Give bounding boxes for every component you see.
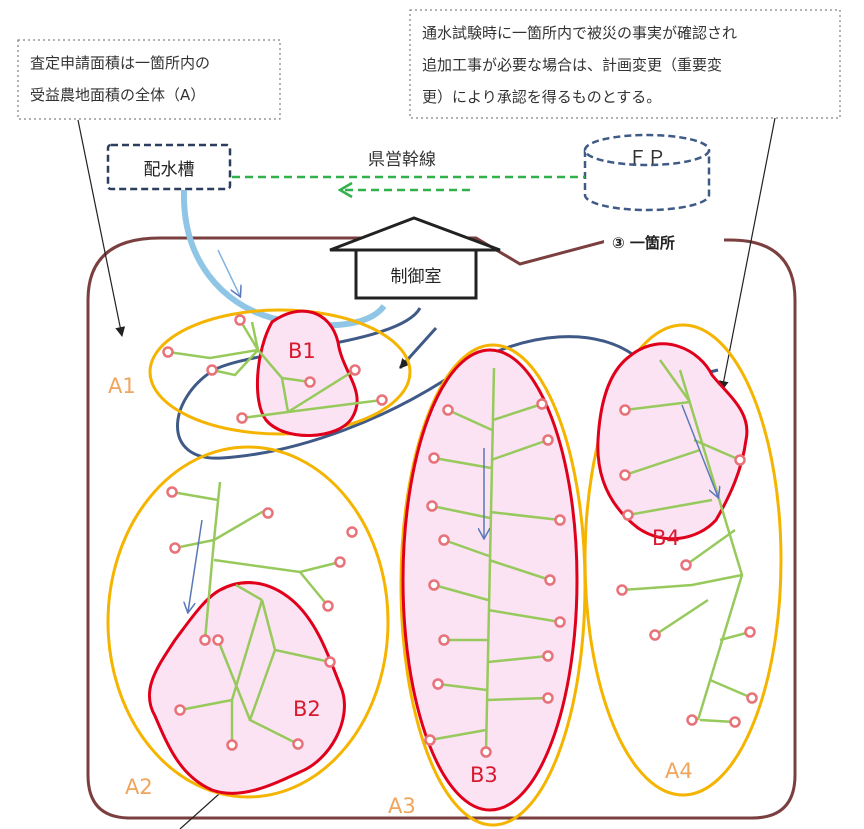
note-left-leader	[77, 119, 126, 337]
fp-label: ＦＰ	[628, 147, 666, 169]
flow-arrow-a2	[188, 519, 203, 612]
area-b4	[596, 342, 749, 541]
main-flow-arrow	[398, 326, 438, 370]
pipes-a4	[621, 359, 753, 724]
note-left-box	[17, 39, 281, 120]
area-a1	[148, 308, 412, 436]
note-left: 査定申請面積は一箇所内の 受益農地面積の全体（A）	[17, 39, 281, 120]
area-a2-label: A2	[125, 775, 153, 799]
sprinklers	[162, 314, 758, 758]
note-left-line2: 受益農地面積の全体（A）	[30, 86, 205, 104]
area-a3-label: A3	[388, 794, 416, 818]
site-boundary	[86, 236, 797, 820]
flow-arrow-a4	[681, 404, 718, 497]
pipes-a2	[171, 481, 341, 746]
control-room-label: 制御室	[391, 267, 442, 287]
note-left-line1: 査定申請面積は一箇所内の	[30, 54, 210, 72]
supply-flow-arrow	[217, 249, 240, 296]
pipes-a1	[167, 319, 383, 420]
note-right-line3: 更）により承認を得るものとする。	[422, 88, 661, 106]
area-a4-label: A4	[665, 759, 693, 783]
supply-pipe	[180, 189, 387, 329]
area-b2-label: B2	[293, 697, 321, 721]
canal-label: 県営幹線	[368, 149, 436, 170]
canal-arrow	[337, 181, 470, 199]
note-right-line1: 通水試験時に一箇所内で被災の事実が確認され	[422, 24, 737, 42]
area-b3-label: B3	[470, 763, 498, 787]
area-b4-label: B4	[652, 526, 680, 550]
fp-cylinder	[583, 133, 711, 212]
note-right-leader	[718, 117, 776, 391]
note-right-box	[409, 9, 841, 119]
area-a1-label: A1	[108, 374, 136, 398]
area-b2	[147, 581, 346, 795]
control-room-roof	[329, 216, 501, 252]
note-right: 通水試験時に一箇所内で被災の事実が確認され 追加工事が必要な場合は、計画変更（重…	[409, 9, 841, 119]
site-label-bg	[604, 230, 724, 254]
site-label: ③ 一箇所	[612, 234, 675, 252]
area-a2	[106, 445, 390, 799]
control-room-body	[354, 248, 478, 300]
area-b1	[256, 309, 359, 437]
tank-box	[106, 143, 232, 191]
area-b1-label: B1	[288, 339, 316, 363]
area-a4	[583, 323, 783, 797]
pipes-a3	[429, 367, 561, 753]
tank-label: 配水槽	[144, 160, 195, 180]
note-right-line2: 追加工事が必要な場合は、計画変更（重要変	[422, 56, 722, 74]
